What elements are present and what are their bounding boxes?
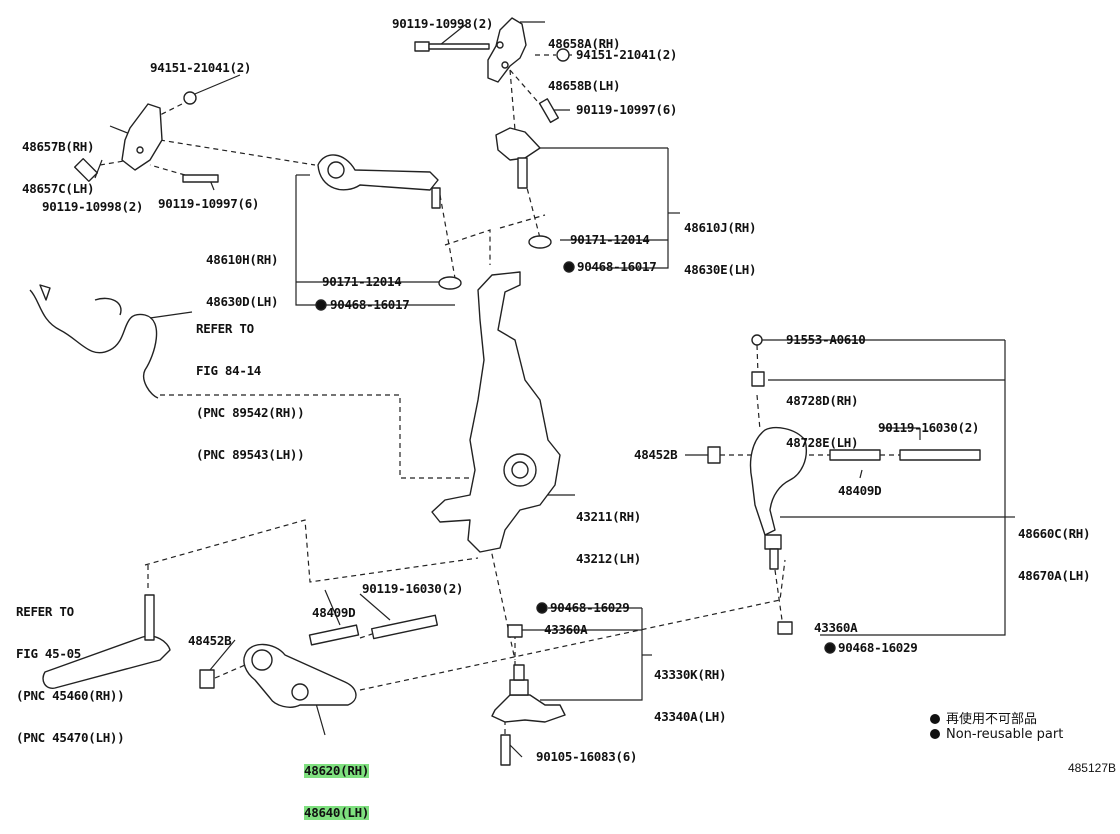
nut-94151-left-shape (183, 91, 197, 105)
label-43340-lh: 43340A(LH) (654, 709, 727, 724)
label-90119-10998-left: 90119-10998(2) (42, 199, 144, 214)
label-48658-rh: 48658A(RH) (548, 36, 621, 51)
label-48610h-lh: 48630D(LH) (206, 294, 279, 309)
speed-sensor-harness (29, 289, 159, 399)
bolt-90119-10997-left-shape (182, 174, 219, 183)
bush-48452-right-shape (707, 446, 721, 464)
bolt-90119-16030-right-shape (899, 449, 981, 461)
leader-lines (94, 21, 1015, 758)
label-48610j: 48610J(RH) 48630E(LH) (684, 193, 757, 291)
balljoint-43330-shape (491, 694, 566, 723)
bullet-icon (930, 714, 940, 724)
parts-diagram: 90119-10998(2) 48658A(RH) 48658B(LH) 941… (16, 9, 1116, 820)
label-48660: 48660C(RH) 48670A(LH) (1018, 499, 1091, 597)
label-91553: 91553-A0610 (786, 332, 866, 347)
label-43211-rh: 43211(RH) (576, 509, 642, 524)
refer-45-line1: REFER TO (16, 604, 74, 619)
label-refer-84: REFER TO FIG 84-14 (PNC 89542(RH)) (PNC … (196, 294, 305, 476)
label-refer-45: REFER TO FIG 45-05 (PNC 45460(RH)) (PNC … (16, 577, 125, 759)
label-43360-right: 43360A (814, 620, 858, 635)
label-90171-left: 90171-12014 (322, 274, 402, 289)
label-48657-rh: 48657B(RH) (22, 139, 95, 154)
label-48409-right: 48409D (838, 483, 882, 498)
legend-jp: 再使用不可部品 (930, 708, 1037, 727)
nut-90171-left-shape (438, 276, 462, 290)
label-90119-10997-left: 90119-10997(6) (158, 196, 260, 211)
label-90468-left: 90468-16017 (330, 297, 410, 312)
nut-43360-right-shape (777, 621, 793, 635)
label-90468-right: 90468-16017 (577, 259, 657, 274)
label-43330-rh: 43330K(RH) (654, 667, 727, 682)
legend-jp-text: 再使用不可部品 (946, 712, 1038, 727)
diagram-artwork (29, 17, 1015, 766)
bolt-90119-10997-top-shape (538, 98, 560, 124)
washer-48409-right-shape (829, 449, 881, 461)
bush-48452-left-shape (199, 669, 215, 689)
refer-84-line2: FIG 84-14 (196, 363, 262, 378)
label-43211: 43211(RH) 43212(LH) (576, 482, 641, 580)
label-94151-left: 94151-21041(2) (150, 60, 252, 75)
label-90119-16030-right: 90119-16030(2) (878, 420, 980, 435)
nut-94151-right-shape (556, 48, 570, 62)
refer-45-line2: FIG 45-05 (16, 646, 82, 661)
washer-48409-left-shape (308, 624, 360, 646)
bracket-48728-shape (751, 371, 765, 387)
label-48657-lh: 48657C(LH) (22, 181, 95, 196)
label-43360-left: 43360A (544, 622, 588, 637)
label-90119-10998-top: 90119-10998(2) (392, 16, 494, 31)
label-48657: 48657B(RH) 48657C(LH) (22, 112, 95, 210)
upper-balljoint-shape (495, 127, 541, 161)
label-48452-left: 48452B (188, 633, 232, 648)
nut-43360-left-shape (507, 624, 523, 638)
label-48452-right: 48452B (634, 447, 678, 462)
label-48640-lh: 48640(LH) (304, 805, 370, 820)
bolt-91553-shape (751, 334, 763, 346)
refer-84-line4: (PNC 89543(LH)) (196, 447, 305, 462)
figure-code: 485127B (1067, 761, 1116, 775)
nut-90171-right-shape (528, 235, 552, 249)
upper-arm-48610h-shape (317, 154, 439, 191)
label-43330: 43330K(RH) 43340A(LH) (654, 640, 727, 738)
label-90105: 90105-16083(6) (536, 749, 638, 764)
label-90468-16029-bottom: 90468-16029 (838, 640, 918, 655)
legend-en: Non-reusable part (930, 727, 1063, 742)
bracket-48658-shape (487, 17, 527, 83)
refer-84-line3: (PNC 89542(RH)) (196, 405, 305, 420)
label-48620-rh: 48620(RH) (304, 763, 370, 778)
label-48620: 48620(RH) 48640(LH) (304, 736, 369, 834)
label-90119-10997-top: 90119-10997(6) (576, 102, 678, 117)
label-48728-rh: 48728D(RH) (786, 393, 859, 408)
guide-lines (99, 45, 900, 735)
label-48409-left: 48409D (312, 605, 356, 620)
label-48660-rh: 48660C(RH) (1018, 526, 1091, 541)
label-48610h-rh: 48610H(RH) (206, 252, 279, 267)
label-48610h: 48610H(RH) 48630D(LH) (206, 225, 279, 323)
label-90468-16029-top: 90468-16029 (550, 600, 630, 615)
label-48658-lh: 48658B(LH) (548, 78, 621, 93)
label-48728-lh: 48728E(LH) (786, 435, 859, 450)
bracket-48657-shape (121, 103, 163, 171)
knuckle-43211-shape (431, 271, 561, 553)
label-43211-lh: 43212(LH) (576, 551, 642, 566)
bolt-90119-10998-left-shape (73, 157, 99, 183)
refer-45-line4: (PNC 45470(LH)) (16, 730, 125, 745)
label-48610j-rh: 48610J(RH) (684, 220, 757, 235)
bolt-90105-shape (500, 734, 511, 766)
bolt-90119-10998-shape (414, 41, 430, 52)
bullet-icon (930, 729, 940, 739)
refer-45-line3: (PNC 45460(RH)) (16, 688, 125, 703)
label-48658: 48658A(RH) 48658B(LH) (548, 9, 621, 107)
label-94151-right: 94151-21041(2) (576, 47, 678, 62)
label-48728: 48728D(RH) 48728E(LH) (786, 366, 859, 464)
lower-arm-48660-shape (749, 427, 807, 536)
label-90171-right: 90171-12014 (570, 232, 650, 247)
bolt-90119-16030-left-shape (370, 614, 439, 640)
legend-en-text: Non-reusable part (946, 727, 1064, 742)
label-48670-lh: 48670A(LH) (1018, 568, 1091, 583)
label-90119-16030-left: 90119-16030(2) (362, 581, 464, 596)
refer-84-line1: REFER TO (196, 321, 254, 336)
label-48610j-lh: 48630E(LH) (684, 262, 757, 277)
